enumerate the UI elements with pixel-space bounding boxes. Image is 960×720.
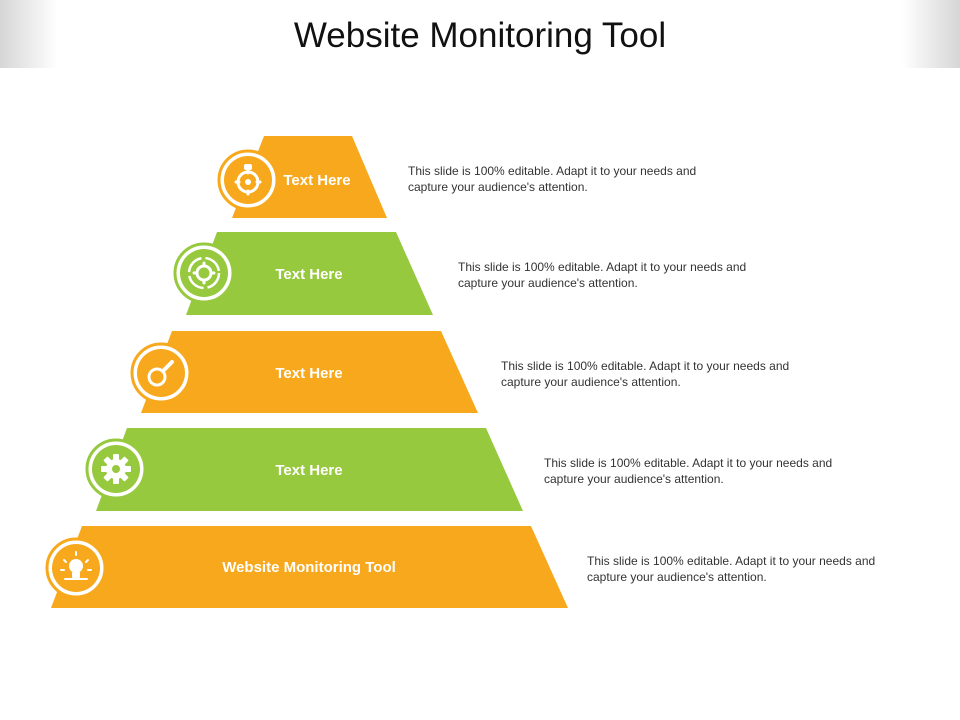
layer-2-description: This slide is 100% editable. Adapt it to… — [458, 260, 747, 290]
layer-1-description: This slide is 100% editable. Adapt it to… — [408, 164, 697, 194]
left-corner-shade — [0, 0, 58, 68]
page-title: Website Monitoring Tool — [293, 16, 667, 55]
pyramid-layer-3: Text Here — [130, 331, 478, 413]
icon-disc — [180, 249, 228, 297]
icon-disc — [137, 349, 185, 397]
gear-icon — [85, 438, 147, 500]
bulb-gear-icon — [217, 149, 279, 211]
pyramid-layer-1: Text Here — [217, 136, 387, 218]
layer-shape — [141, 331, 478, 413]
layer-label: Text Here — [283, 172, 350, 189]
pyramid-layer-5: Website Monitoring Tool — [45, 526, 568, 608]
pyramid-layer-2: Text Here — [173, 232, 433, 315]
refresh-gear-icon — [173, 242, 235, 304]
magnifier-icon — [130, 342, 192, 404]
pyramid-layer-4: Text Here — [85, 428, 523, 511]
layer-shape — [186, 232, 433, 315]
layer-3-description: This slide is 100% editable. Adapt it to… — [501, 359, 790, 389]
layer-label: Text Here — [275, 365, 342, 382]
right-corner-shade — [902, 0, 960, 68]
gear-hole — [112, 465, 120, 473]
layer-label: Text Here — [275, 266, 342, 283]
layer-4-description: This slide is 100% editable. Adapt it to… — [544, 456, 833, 486]
layer-shape — [51, 526, 568, 608]
lightbulb-icon — [45, 537, 107, 599]
layer-shape — [96, 428, 523, 511]
layer-label: Website Monitoring Tool — [222, 559, 396, 576]
layer-5-description: This slide is 100% editable. Adapt it to… — [587, 554, 876, 584]
layer-label: Text Here — [275, 462, 342, 479]
